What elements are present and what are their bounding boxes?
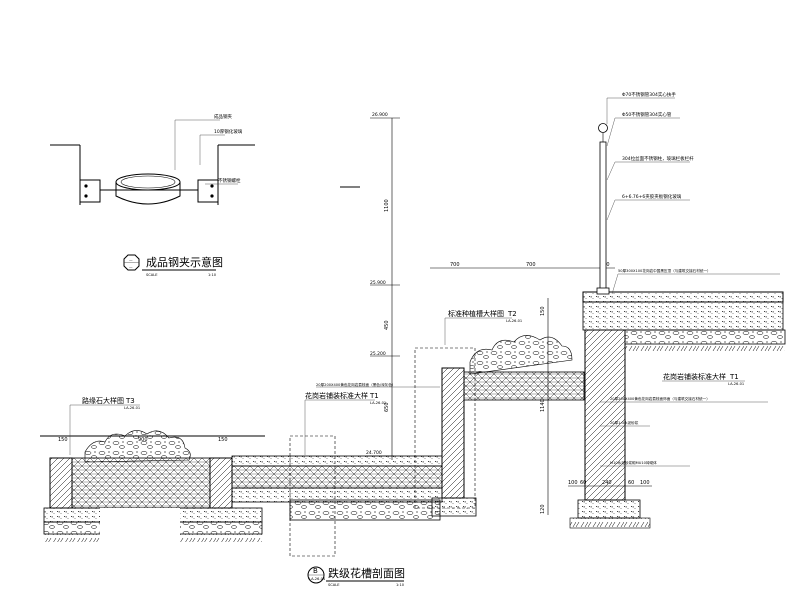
dim-value: 650 bbox=[384, 402, 390, 412]
clamp-plate-right bbox=[197, 179, 219, 203]
granite-coping bbox=[582, 291, 784, 303]
granite-callout-right-sub: LA-26-01 bbox=[728, 382, 744, 386]
section-title: 跌级花槽剖面图 bbox=[328, 566, 405, 580]
clamp-scale-label: SCALE bbox=[146, 273, 158, 277]
dim-value: 450 bbox=[384, 320, 390, 330]
leader-line bbox=[606, 199, 616, 221]
clamp-detail: 成品钢夹 10厚钢化玻璃 不锈钢螺栓 — — 成品钢夹示意图 SCALE 1:1… bbox=[50, 113, 255, 277]
planting-soil bbox=[463, 371, 585, 401]
wall-footing bbox=[577, 499, 641, 519]
planting-bed-callout-ref: T2 bbox=[507, 310, 517, 318]
shrub-icon bbox=[469, 335, 573, 375]
leader-line bbox=[606, 161, 616, 181]
elevation-label: 26.900 bbox=[372, 112, 388, 118]
retaining-wall bbox=[584, 329, 626, 501]
bubble-top: — bbox=[129, 258, 133, 262]
vertical-dimension-column: 26.900 25.900 25.200 24.700 1100 450 650 bbox=[366, 112, 400, 460]
granite-callout-right: 花岗岩铺装标准大样 bbox=[663, 372, 726, 381]
break-line-box bbox=[289, 435, 336, 557]
dim-value: 700 bbox=[450, 262, 460, 268]
curb-callout: 路缘石大样图 bbox=[82, 396, 124, 405]
leader-line bbox=[606, 117, 616, 147]
masonry-note: M10水泥砂浆砌MU10砖砌体 bbox=[610, 460, 657, 465]
granite-callout-right-ref: T1 bbox=[729, 373, 739, 381]
planter-wall bbox=[441, 367, 465, 499]
section-bubble-sub: LA-26-04 bbox=[309, 577, 326, 581]
section-bubble-id: B bbox=[313, 567, 318, 575]
concrete-slab bbox=[231, 465, 443, 489]
gravel-layer bbox=[289, 499, 441, 521]
dim-value: 150 bbox=[58, 437, 68, 443]
granite-callout-left-sub: LA-26-01 bbox=[370, 401, 386, 405]
gravel-layer bbox=[624, 329, 786, 345]
bubble-bottom: — bbox=[129, 265, 133, 269]
elevation-label: 24.700 bbox=[366, 450, 382, 456]
railing-note-1: Φ70不锈钢管304实心扶手 bbox=[622, 91, 676, 98]
footing-base bbox=[569, 517, 651, 529]
elevation-label: 25.900 bbox=[370, 280, 386, 286]
dim-value: 1100 bbox=[384, 199, 390, 212]
section-upper-planter: 标准种植槽大样图 T2 LA-26-01 bbox=[414, 309, 585, 517]
dim-value: 60 bbox=[580, 480, 586, 486]
curb-stone-right bbox=[209, 457, 233, 509]
clamp-scale: 1:10 bbox=[208, 273, 217, 277]
bolt-icon bbox=[84, 194, 88, 198]
compacted-soil bbox=[625, 344, 785, 354]
bolt-icon bbox=[84, 184, 88, 188]
wall-footing bbox=[431, 497, 477, 517]
dim-value: 120 bbox=[540, 504, 546, 514]
clamp-ring-top bbox=[115, 173, 181, 191]
curb-stone-left bbox=[49, 457, 73, 509]
dim-value: 100 bbox=[568, 480, 578, 486]
planting-soil bbox=[71, 457, 211, 509]
dim-value: 150 bbox=[540, 306, 546, 316]
railing-note-2: Φ50不锈钢管304实心管 bbox=[622, 111, 672, 118]
mid-note: 20厚200X400黄色花岗岩荔枝面（黑色/深灰色） bbox=[316, 382, 395, 387]
clamp-ring-body bbox=[115, 182, 181, 205]
bolt-icon bbox=[210, 194, 214, 198]
granite-callout-left-ref: T1 bbox=[369, 392, 379, 400]
section-scale-label: SCALE bbox=[328, 583, 340, 587]
handrail-icon bbox=[598, 123, 608, 133]
detail-bubble bbox=[123, 254, 140, 271]
section-title-block: B LA-26-04 跌级花槽剖面图 SCALE 1:10 bbox=[307, 566, 405, 587]
clamp-note-3: 不锈钢螺栓 bbox=[218, 177, 241, 184]
dim-value: 700 bbox=[526, 262, 536, 268]
dim-value: 1140 bbox=[540, 399, 546, 412]
planting-bed-callout: 标准种植槽大样图 bbox=[448, 309, 504, 318]
clamp-plate-left bbox=[79, 179, 101, 203]
planting-bed-callout-sub: LA-26-01 bbox=[506, 319, 522, 323]
section-middle-paving: 花岗岩铺装标准大样 T1 LA-26-01 20厚200X400黄色花岗岩荔枝面… bbox=[231, 382, 443, 557]
dim-value: 60 bbox=[628, 480, 634, 486]
clamp-note-1: 成品钢夹 bbox=[214, 113, 232, 120]
post-base bbox=[596, 287, 610, 295]
granite-paving bbox=[231, 455, 443, 467]
dim-value: 150 bbox=[218, 437, 228, 443]
dim-value: 100 bbox=[640, 480, 650, 486]
shrub-icon bbox=[84, 430, 191, 463]
clamp-note-2: 10厚钢化玻璃 bbox=[214, 128, 243, 135]
granite-callout-left: 花岗岩铺装标准大样 bbox=[305, 391, 368, 400]
elevation-label: 25.200 bbox=[370, 351, 386, 357]
railing-note-3: 304拉丝面不锈钢柱，玻璃栏板栏杆 bbox=[622, 155, 694, 162]
section-scale: 1:10 bbox=[396, 583, 405, 587]
leader-line bbox=[611, 273, 619, 295]
cladding-note: 20厚200X400黄色花岗岩荔枝面饰面（与建筑交接石材统一） bbox=[610, 396, 710, 401]
dim-value: 240 bbox=[602, 480, 612, 486]
coping-note: 50厚300X100花岗岩中国黑压顶（与建筑交接石材统一） bbox=[618, 268, 711, 273]
railing-post bbox=[599, 141, 607, 293]
bolt-icon bbox=[210, 184, 214, 188]
clamp-detail-title: 成品钢夹示意图 bbox=[146, 255, 223, 269]
break-line-box bbox=[414, 347, 476, 509]
section-left-bed: 150 900 150 路缘石大样图 T3 LA-26-01 bbox=[40, 396, 265, 542]
section-top-terrace: 700 700 200 Φ70不锈钢管304实心扶手 Φ50不锈钢管304实心管… bbox=[430, 91, 786, 529]
mortar-note: 20厚1:3水泥砂浆 bbox=[610, 420, 639, 425]
curb-callout-ref: T3 bbox=[125, 397, 135, 405]
railing-note-4: 6+6.76+6夹胶夹板钢化玻璃 bbox=[622, 193, 682, 200]
concrete-slab bbox=[582, 301, 784, 331]
gap bbox=[100, 508, 180, 542]
clamp-ring-inner bbox=[120, 175, 176, 189]
curb-callout-sub: LA-26-01 bbox=[124, 406, 140, 410]
